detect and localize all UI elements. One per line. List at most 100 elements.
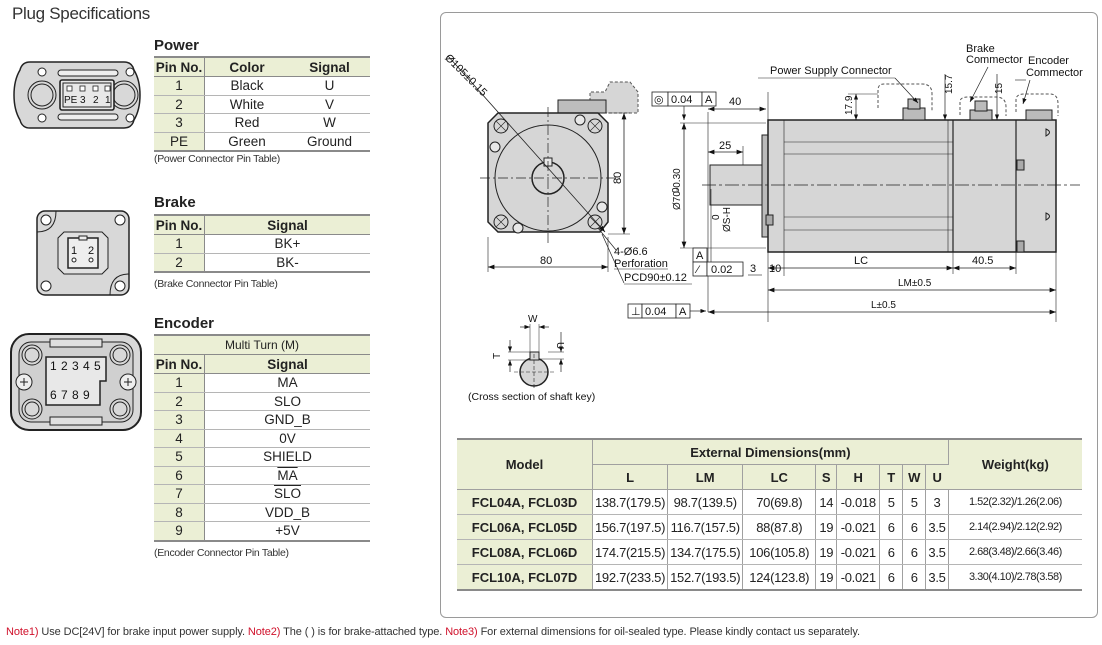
column-header: S xyxy=(815,464,838,490)
footnotes: Note1) Use DC[24V] for brake input power… xyxy=(6,626,860,638)
weight-cell: 1.52(2.32)/1.26(2.06) xyxy=(948,489,1082,515)
pin-signal: MA xyxy=(204,373,370,393)
dim-lm: LM±0.5 xyxy=(898,278,932,289)
pin-signal: Ground xyxy=(289,132,370,152)
brake-table-caption: (Brake Connector Pin Table) xyxy=(154,278,278,290)
power-connector-label: Power Supply Connector xyxy=(770,65,892,77)
note-tag: Note3) xyxy=(445,626,478,638)
dim-17-9: 17.9 xyxy=(844,95,855,115)
dimension-drawing-panel xyxy=(440,12,1098,618)
dim-lc: LC xyxy=(854,255,868,267)
model-header: Model xyxy=(457,438,593,490)
connector-pin-label: 5 xyxy=(94,359,101,373)
pin-number: 5 xyxy=(154,447,205,467)
key-u-label: U xyxy=(554,342,565,349)
dim-t-cell: 5 xyxy=(879,489,904,515)
pin-number: 7 xyxy=(154,484,205,504)
pin-number: 2 xyxy=(154,392,205,411)
model-cell: FCL04A, FCL03D xyxy=(457,489,593,515)
weight-cell: 3.30(4.10)/2.78(3.58) xyxy=(948,564,1082,591)
height-label: 80 xyxy=(612,172,624,184)
column-header: Color xyxy=(204,56,289,77)
encoder-table-caption: (Encoder Connector Pin Table) xyxy=(154,547,289,559)
holes-label: 4-Ø6.6 xyxy=(614,246,648,258)
note-text: Use DC[24V] for brake input power supply… xyxy=(38,626,248,638)
table-row: FCL06A, FCL05D 156.7(197.5) 116.7(157.5)… xyxy=(457,514,1082,540)
dim-lm-cell: 152.7(193.5) xyxy=(667,564,744,591)
column-header: LM xyxy=(667,464,744,490)
pin-signal: MA xyxy=(204,466,370,485)
power-table-caption: (Power Connector Pin Table) xyxy=(154,153,280,165)
shaft-tolerance-top: 0 xyxy=(711,214,722,220)
dim-l-cell: 156.7(197.5) xyxy=(592,514,669,540)
pin-signal: SHIELD xyxy=(204,447,370,467)
dim-s-cell: 19 xyxy=(815,514,838,540)
pin-number: PE xyxy=(154,132,205,152)
dim-w-cell: 6 xyxy=(902,564,927,591)
connector-pin-label: 6 xyxy=(50,388,57,402)
dim-t-cell: 6 xyxy=(879,564,904,591)
holes-note: Perforation xyxy=(614,258,668,270)
pin-number: 2 xyxy=(154,253,205,273)
dim-h-cell: -0.021 xyxy=(836,514,881,540)
encoder-connector-label-2: Commector xyxy=(1026,67,1083,79)
pin-number: 6 xyxy=(154,466,205,485)
tolerance-value: 0.04 xyxy=(645,306,666,318)
pin-number: 1 xyxy=(154,234,205,254)
external-dimensions-header: External Dimensions(mm) xyxy=(592,438,949,465)
table-row: FCL04A, FCL03D 138.7(179.5) 98.7(139.5) … xyxy=(457,489,1082,515)
dim-w-cell: 5 xyxy=(902,489,927,515)
dimensions-table: Model External Dimensions(mm) Weight(kg)… xyxy=(457,438,1082,591)
column-header: Signal xyxy=(289,56,370,77)
pin-signal: BK+ xyxy=(204,234,370,254)
dim-l: L±0.5 xyxy=(871,300,896,311)
table-row: 9+5V xyxy=(154,521,370,542)
connector-pin-label: 1 xyxy=(71,245,77,257)
column-header: L xyxy=(592,464,669,490)
dim-u-cell: 3.5 xyxy=(925,539,949,565)
perpendicularity-callout: ⊥ 0.04 A xyxy=(627,303,691,319)
concentricity-icon: ◎ xyxy=(654,94,664,106)
dim-t-cell: 6 xyxy=(879,539,904,565)
pin-signal: +5V xyxy=(204,521,370,542)
column-header: U xyxy=(925,464,949,490)
pin-color: Black xyxy=(204,76,289,96)
dim-15-7: 15.7 xyxy=(944,74,955,94)
dim-l-cell: 174.7(215.5) xyxy=(592,539,669,565)
runout-icon: ⁄ xyxy=(694,264,701,276)
connector-pin-label: 2 xyxy=(61,359,68,373)
shaft-diameter-label: ØS-H xyxy=(722,207,733,232)
dim-lm-cell: 98.7(139.5) xyxy=(667,489,744,515)
pin-number: 4 xyxy=(154,429,205,448)
dim-l-cell: 138.7(179.5) xyxy=(592,489,669,515)
shaft-length-label: 40 xyxy=(729,96,741,108)
dim-w-cell: 6 xyxy=(902,539,927,565)
column-header: Pin No. xyxy=(154,354,205,374)
note-tag: Note1) xyxy=(6,626,39,638)
connector-pin-label: 8 xyxy=(72,388,79,402)
tolerance-value: 0.02 xyxy=(711,264,732,276)
encoder-connector-icon: 1 2 3 4 5 6 7 8 9 xyxy=(10,333,142,431)
width-label: 80 xyxy=(540,255,552,267)
pin-signal: BK- xyxy=(204,253,370,273)
brake-connector-label-1: Brake xyxy=(966,43,995,55)
dim-lc-cell: 70(69.8) xyxy=(742,489,817,515)
motor-dimension-drawing: Ø105±0.15 80 80 4-Ø6.6 Perforation PCD90… xyxy=(442,43,1083,403)
column-header: Pin No. xyxy=(154,214,205,235)
flange-diameter-label: Ø70-0.30 xyxy=(672,168,683,210)
model-cell: FCL08A, FCL06D xyxy=(457,539,593,565)
connector-pin-label: 1 xyxy=(105,95,111,106)
connector-pin-label: 3 xyxy=(72,359,79,373)
pin-number: 8 xyxy=(154,503,205,522)
